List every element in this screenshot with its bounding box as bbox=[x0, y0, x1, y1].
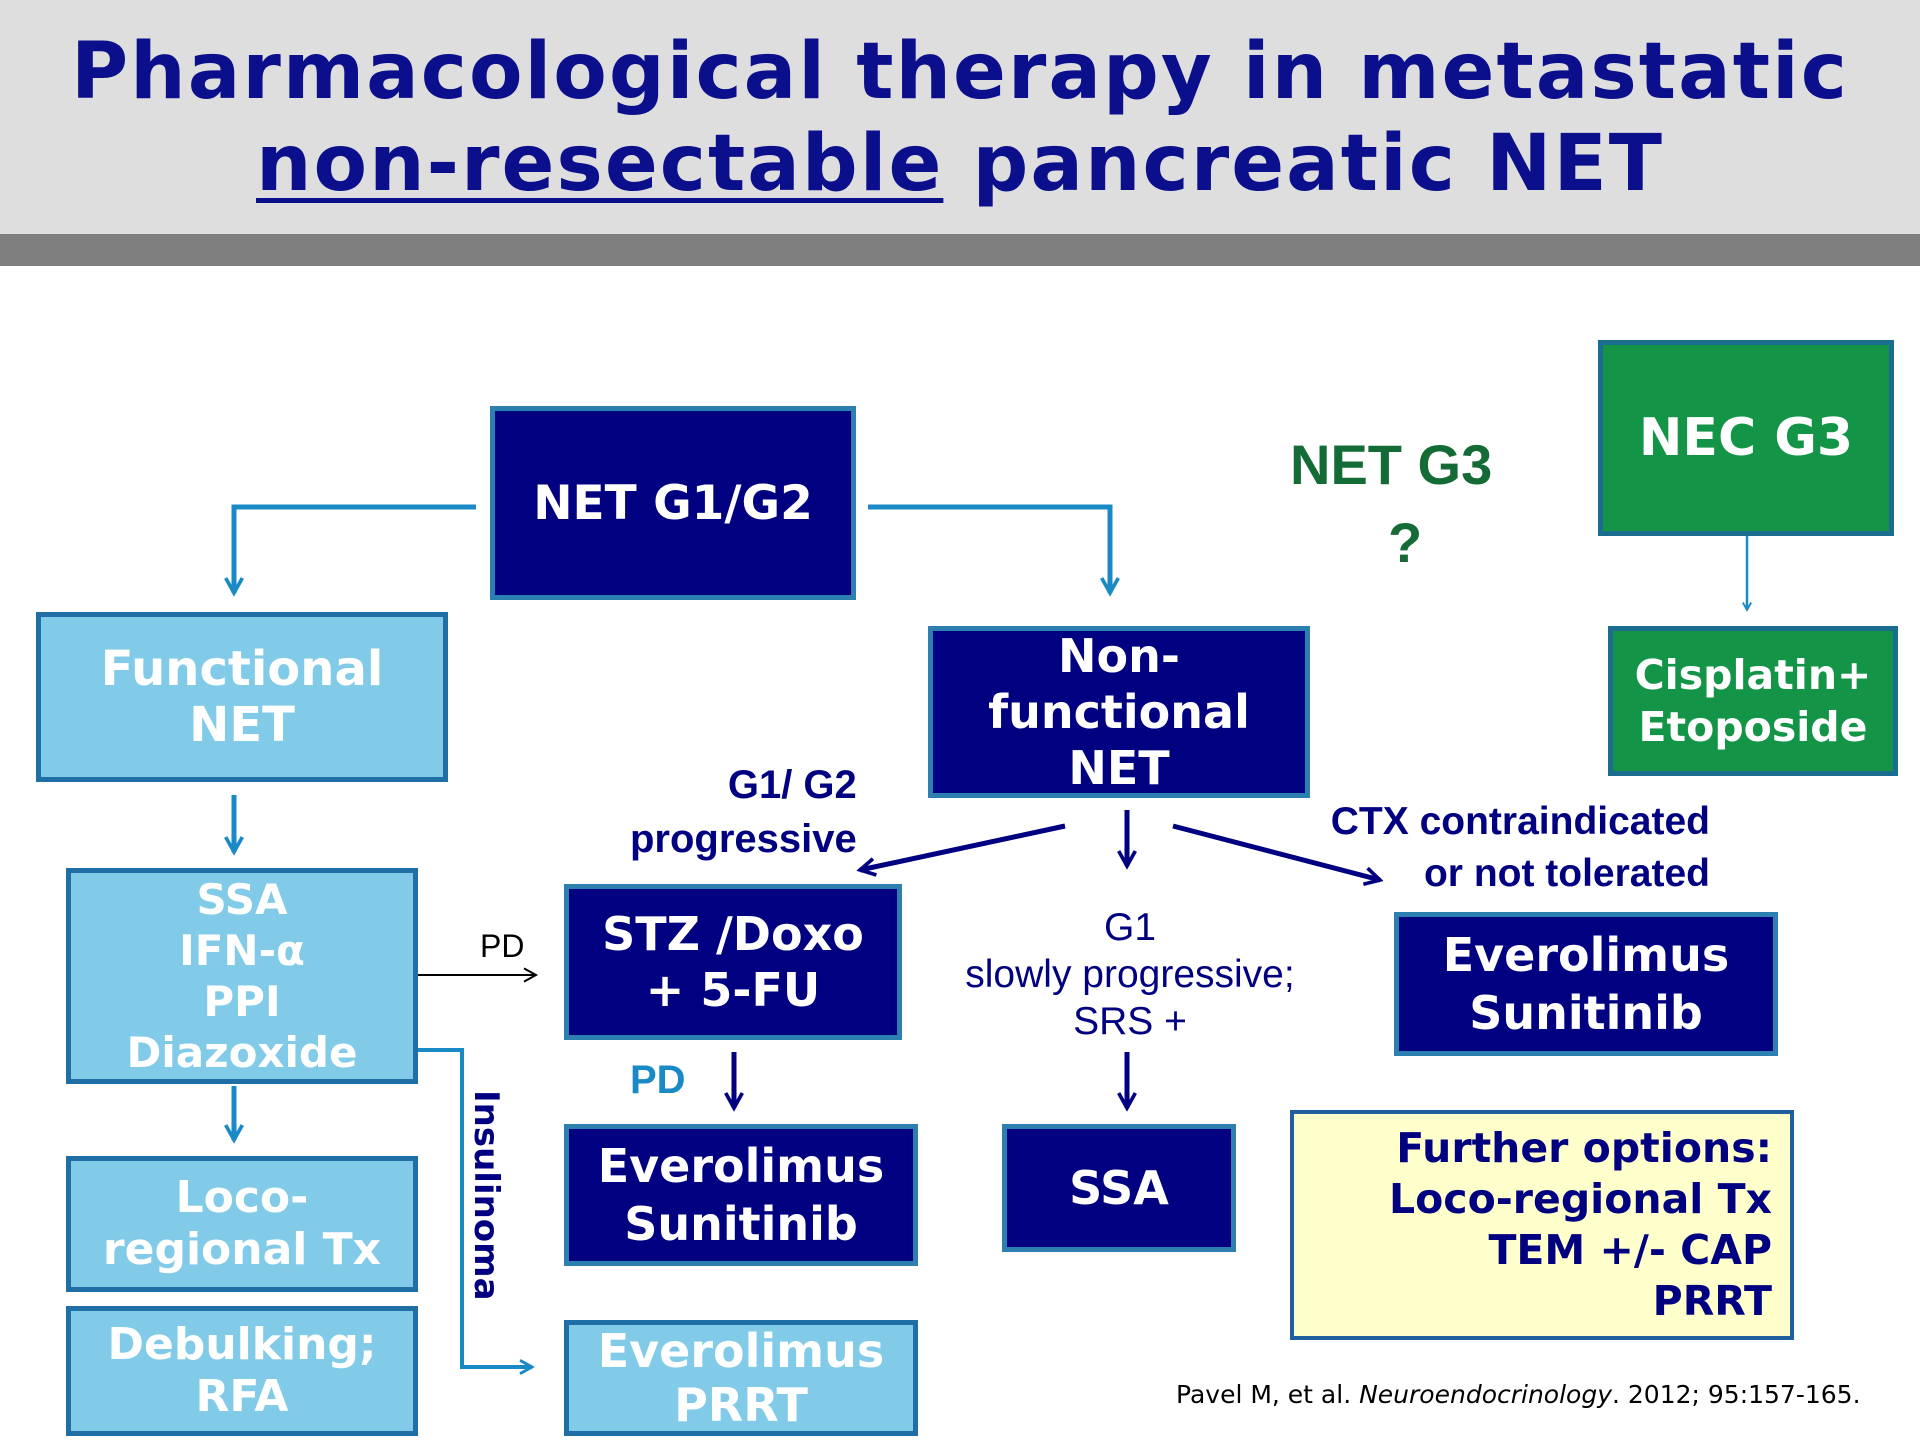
cisplatin-etoposide-line-2: Etoposide bbox=[1638, 703, 1868, 751]
everolimus-sunitinib-right-box: Everolimus Sunitinib bbox=[1394, 912, 1778, 1056]
everolimus-sunitinib-center-box: Everolimus Sunitinib bbox=[564, 1124, 918, 1266]
cisplatin-etoposide-box: Cisplatin+ Etoposide bbox=[1608, 626, 1898, 776]
g1-slow-line-1: G1 bbox=[1103, 906, 1157, 949]
nonfunctional-net-box: Non- functional NET bbox=[928, 626, 1310, 798]
stz-doxo-line-1: STZ /Doxo bbox=[602, 907, 864, 961]
debulking-box: Debulking; RFA bbox=[66, 1306, 418, 1436]
ctx-line-2: or not tolerated bbox=[1423, 852, 1710, 895]
arrow-to-nonfunctional bbox=[868, 504, 1110, 593]
everolimus-sunitinib-center-line-1: Everolimus bbox=[597, 1139, 885, 1193]
further-options-line-4: PRRT bbox=[1652, 1277, 1772, 1325]
everolimus-prrt-line-2: PRRT bbox=[674, 1378, 808, 1432]
nonfunctional-net-line-3: NET bbox=[1068, 741, 1170, 795]
further-options-line-3: TEM +/- CAP bbox=[1488, 1226, 1772, 1274]
net-g3-question: ? bbox=[1388, 511, 1423, 574]
everolimus-prrt-box: Everolimus PRRT bbox=[564, 1320, 918, 1436]
pd-center-label: PD bbox=[630, 1058, 686, 1102]
g1g2-progressive-label: G1/ G2 progressive bbox=[630, 758, 857, 866]
g1-slowly-progressive-label: G1 slowly progressive; SRS + bbox=[930, 904, 1330, 1045]
locoregional-tx-box: Loco- regional Tx bbox=[66, 1156, 418, 1292]
arrow-insulinoma-to-everolimus-prrt bbox=[418, 1048, 532, 1367]
arrow-nonfunctional-to-right bbox=[1172, 823, 1380, 880]
stz-doxo-line-2: + 5-FU bbox=[645, 963, 821, 1017]
everolimus-sunitinib-right-line-2: Sunitinib bbox=[1469, 986, 1703, 1040]
everolimus-sunitinib-center-line-2: Sunitinib bbox=[624, 1197, 858, 1251]
citation-authors: Pavel M, et al. bbox=[1176, 1380, 1360, 1409]
further-options-line-2: Loco-regional Tx bbox=[1389, 1175, 1772, 1223]
ssa-group-line-4: Diazoxide bbox=[126, 1028, 358, 1077]
ssa-group-line-1: SSA bbox=[196, 875, 288, 924]
g1-slow-line-3: SRS + bbox=[1073, 1000, 1187, 1043]
nonfunctional-net-line-1: Non- bbox=[1058, 629, 1180, 683]
citation-details: . 2012; 95:157-165. bbox=[1612, 1380, 1861, 1409]
title-line-1: Pharmacological therapy in metastatic bbox=[71, 27, 1849, 117]
debulking-line-2: RFA bbox=[195, 1371, 289, 1422]
locoregional-tx-line-1: Loco- bbox=[175, 1172, 309, 1223]
further-options-box: Further options: Loco-regional Tx TEM +/… bbox=[1290, 1110, 1794, 1340]
g1g2-progressive-line-1: G1/ G2 bbox=[727, 763, 857, 807]
title-banner bbox=[0, 0, 1920, 234]
ctx-line-1: CTX contraindicated bbox=[1330, 800, 1710, 843]
net-g3-label: NET G3 bbox=[1290, 433, 1493, 496]
everolimus-prrt-line-1: Everolimus bbox=[597, 1324, 885, 1378]
ssa-center-label: SSA bbox=[1069, 1161, 1169, 1215]
title-line-2: non-resectable pancreatic NET bbox=[0, 118, 1920, 210]
pd-left-label: PD bbox=[480, 928, 525, 964]
ssa-group-line-2: IFN-α bbox=[179, 926, 305, 975]
locoregional-tx-line-2: regional Tx bbox=[102, 1224, 382, 1275]
page-title: Pharmacological therapy in metastatic no… bbox=[0, 26, 1920, 210]
nonfunctional-net-line-2: functional bbox=[988, 685, 1250, 739]
functional-net-line-1: Functional bbox=[100, 641, 384, 697]
functional-net-line-2: NET bbox=[189, 697, 295, 753]
arrow-to-functional bbox=[234, 504, 476, 593]
nec-g3-label: NEC G3 bbox=[1638, 408, 1854, 468]
nec-g3-box: NEC G3 bbox=[1598, 340, 1894, 536]
title-underlined-term: non-resectable bbox=[256, 119, 944, 209]
debulking-line-1: Debulking; bbox=[107, 1319, 377, 1370]
net-g1g2-label: NET G1/G2 bbox=[533, 475, 813, 531]
stz-doxo-box: STZ /Doxo + 5-FU bbox=[564, 884, 902, 1040]
ctx-contraindicated-label: CTX contraindicated or not tolerated bbox=[1296, 796, 1710, 900]
citation-journal: Neuroendocrinology bbox=[1359, 1380, 1612, 1409]
insulinoma-label: Insulinoma bbox=[466, 1090, 506, 1301]
g1-slow-line-2: slowly progressive; bbox=[965, 953, 1295, 996]
functional-net-box: Functional NET bbox=[36, 612, 448, 782]
citation: Pavel M, et al. Neuroendocrinology. 2012… bbox=[1176, 1380, 1861, 1409]
ssa-center-box: SSA bbox=[1002, 1124, 1236, 1252]
ssa-group-line-3: PPI bbox=[203, 977, 281, 1026]
ssa-group-box: SSA IFN-α PPI Diazoxide bbox=[66, 868, 418, 1084]
net-g1g2-box: NET G1/G2 bbox=[490, 406, 856, 600]
arrow-nonfunctional-to-stz bbox=[860, 823, 1066, 870]
further-options-line-1: Further options: bbox=[1396, 1124, 1772, 1172]
title-divider bbox=[0, 234, 1920, 266]
cisplatin-etoposide-line-1: Cisplatin+ bbox=[1634, 651, 1872, 699]
everolimus-sunitinib-right-line-1: Everolimus bbox=[1442, 928, 1730, 982]
g1g2-progressive-line-2: progressive bbox=[630, 817, 857, 861]
title-line-2-rest: pancreatic NET bbox=[943, 119, 1664, 209]
